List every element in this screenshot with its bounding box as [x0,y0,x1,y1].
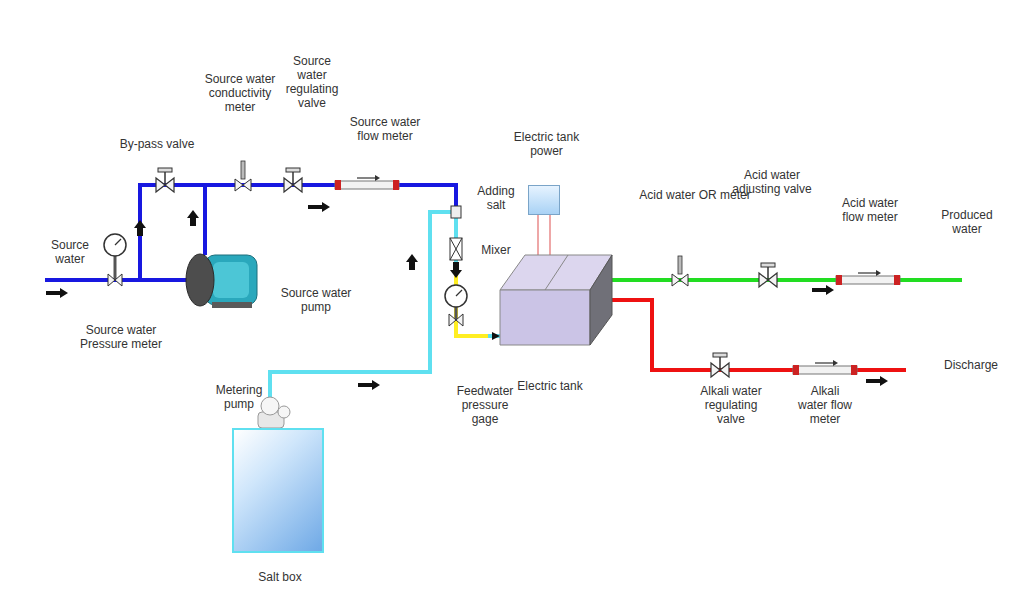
part-label: Mixer [474,243,518,257]
tank-front [500,290,590,345]
node-label: Electric tank power [504,130,589,158]
part-label: Acid water adjusting valve [730,168,814,196]
flow-arrow [187,210,199,226]
power-box: Electric tank power [528,185,560,215]
power-wire [549,215,551,255]
part-label: Source water Pressure meter [66,323,176,351]
part-label: Alkali water regulating valve [700,384,762,426]
part-label: Source water pump [276,286,356,314]
part-label: By-pass valve [112,137,202,151]
part-label: Adding salt [472,184,520,212]
pipe [203,185,207,255]
valve-symbol [711,353,729,377]
node-label: Salt box [224,570,336,584]
salt-box: Salt box [232,428,324,553]
tank-side [590,255,612,345]
tee-fitting [451,206,461,218]
flow-arrow [358,380,380,390]
flow-meter-symbol [335,175,399,190]
valve-symbol [284,168,302,192]
part-label: Source water regulating valve [280,54,344,110]
node-label: Electric tank [500,379,600,393]
tank-divider [545,255,568,290]
pressure-gauge [104,234,126,286]
flow-arrow [450,262,462,278]
flow-arrow [812,285,834,295]
part-label: Feedwater pressure gage [452,384,518,426]
flow-meter-symbol [793,360,857,375]
flow-arrow [134,220,146,236]
pipe [140,185,456,280]
pump-symbol [186,254,257,308]
flow-meter-symbol [836,270,900,285]
part-label: Metering pump [208,383,270,411]
part-label: Source water conductivity meter [200,72,280,114]
mixer-symbol [450,238,462,260]
part-label: Acid water flow meter [832,196,908,224]
valve-symbol [156,168,174,192]
tank-shape [500,255,612,345]
valve-symbol [759,263,777,287]
pipe [590,300,906,370]
sensor-symbol [235,161,251,191]
electric-tank: Electric tank [500,255,612,345]
part-label: Discharge [936,358,1006,372]
part-label: Source water [48,238,92,266]
sensor-symbol [672,256,688,286]
part-label: Alkali water flow meter [796,384,854,426]
flow-arrow [46,288,68,298]
part-label: Produced water [934,208,1000,236]
part-label: Source water flow meter [340,115,430,143]
flow-arrow [308,202,330,212]
pressure-gauge [445,285,467,326]
flow-arrow [866,376,888,386]
flow-arrow [406,254,418,270]
power-wire [537,215,539,257]
pipe [612,278,962,282]
metering-pump-symbol [258,397,290,428]
